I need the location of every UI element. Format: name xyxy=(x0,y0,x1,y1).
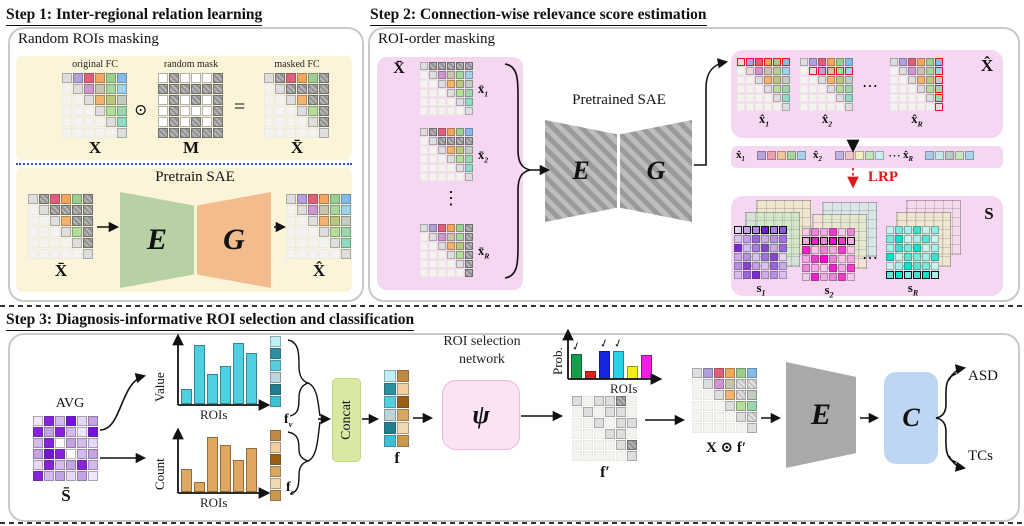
asd-output-label: ASD xyxy=(968,368,999,384)
pretrain-sae-label: Pretrain SAE xyxy=(155,169,235,185)
vector-fv xyxy=(270,336,281,407)
pretrained-encoder-letter: E xyxy=(572,156,590,185)
label-fv: fv xyxy=(284,412,293,429)
matrix-random-mask xyxy=(158,73,223,138)
label-Xbar-input: X̄ xyxy=(54,261,68,280)
roi-selection-network-box: ψ xyxy=(442,380,520,450)
label-xh1: x̂1 xyxy=(736,149,745,164)
count-axis-label: Count xyxy=(152,458,167,490)
label-sR: sR xyxy=(907,280,919,298)
vertical-dots: ⋮ xyxy=(442,188,460,208)
horizontal-dots-vectors: ⋯ xyxy=(888,148,901,163)
encoder-letter: E xyxy=(146,223,167,256)
matrix-xbar1 xyxy=(420,62,473,115)
tcs-output-label: TCs xyxy=(968,448,994,464)
vector-xhat2 xyxy=(835,151,884,160)
random-mask-caption: random mask xyxy=(163,59,219,70)
horizontal-dots-recon: ⋯ xyxy=(862,78,878,95)
label-Xhat-big: X̂ xyxy=(980,56,994,75)
label-s2: s2 xyxy=(824,282,834,300)
matrix-fprime xyxy=(572,396,637,461)
matrix-original-fc xyxy=(62,73,127,138)
prob-histogram: ✓✓✓ xyxy=(570,335,652,379)
step1-title: Step 1: Inter-regional relation learning xyxy=(6,6,263,26)
label-Xhat1: x̂1 xyxy=(758,112,770,129)
matrix-xbar2 xyxy=(420,128,473,181)
label-fprime: f′ xyxy=(600,464,610,481)
matrix-s2 xyxy=(802,228,855,281)
vector-f xyxy=(384,370,409,447)
label-S-big: S xyxy=(984,204,994,223)
matrix-reconstructed-fc xyxy=(286,194,351,259)
equals-operator: = xyxy=(234,96,246,118)
pretrained-sae-label: Pretrained SAE xyxy=(572,92,666,108)
lrp-label: LRP xyxy=(868,169,898,185)
encoder-shape: E xyxy=(120,192,194,288)
separator-bottom xyxy=(0,522,1024,524)
decoder-letter: G xyxy=(223,223,245,256)
count-histogram xyxy=(181,436,257,492)
label-X: X xyxy=(88,138,102,157)
value-rois-label: ROIs xyxy=(200,407,228,422)
final-encoder-shape: E xyxy=(786,362,856,468)
matrix-sR xyxy=(886,226,939,279)
label-x-dot-fprime: X ⊙ f′ xyxy=(705,440,747,456)
matrix-xhatR xyxy=(890,58,943,111)
horizontal-dots-scores: ⋯ xyxy=(862,250,878,267)
label-xbarR: x̄R xyxy=(478,244,490,261)
step2-title: Step 2: Connection-wise relevance score … xyxy=(370,6,707,26)
value-histogram xyxy=(181,341,257,404)
label-Xbar: X̄ xyxy=(290,138,304,157)
vector-fc xyxy=(270,430,281,501)
random-rois-masking-label: Random ROIs masking xyxy=(18,31,159,47)
roi-selection-label-line2: network xyxy=(459,352,505,367)
matrix-x-masked-by-fprime xyxy=(692,368,757,433)
prob-axis-label: Prob. xyxy=(550,347,565,375)
vector-xhat1 xyxy=(757,151,806,160)
dot-product-operator: ⊙ xyxy=(134,102,148,119)
label-Xhat: X̂ xyxy=(312,261,326,280)
pretrained-encoder-shape: E xyxy=(545,120,617,222)
classifier-letter: C xyxy=(902,403,920,432)
count-rois-label: ROIs xyxy=(200,495,228,510)
label-xhR: x̂R xyxy=(903,149,914,164)
label-s1: s1 xyxy=(756,280,766,298)
roi-selection-label-line1: ROI selection xyxy=(443,334,521,349)
concat-label: Concat xyxy=(338,400,354,440)
step1-divider xyxy=(16,163,352,165)
final-encoder-letter: E xyxy=(810,398,831,431)
label-fc: fc xyxy=(286,480,295,497)
original-fc-caption: original FC xyxy=(72,59,118,70)
matrix-xhat2 xyxy=(800,58,853,111)
label-xbar1: x̄1 xyxy=(478,82,489,99)
label-Xhat2: x̂2 xyxy=(821,112,833,129)
pretrained-decoder-letter: G xyxy=(646,156,666,185)
label-M: M xyxy=(182,138,200,157)
vector-xhatR xyxy=(925,151,974,160)
step3-title: Step 3: Diagnosis-informative ROI select… xyxy=(6,311,415,331)
pretrained-decoder-shape: G xyxy=(620,120,692,222)
decoder-shape: G xyxy=(197,192,271,288)
classifier-box: C xyxy=(884,372,938,464)
concat-box: Concat xyxy=(332,378,361,462)
label-XhatR: x̂R xyxy=(911,112,923,129)
prob-rois-label: ROIs xyxy=(610,381,638,396)
label-xbar2: x̄2 xyxy=(478,148,489,165)
matrix-masked-fc xyxy=(264,73,329,138)
separator-steps12-3 xyxy=(0,305,1024,307)
matrix-s1 xyxy=(734,226,787,279)
label-Xbar-big: X̄ xyxy=(393,60,405,77)
matrix-xhat1 xyxy=(737,58,790,111)
psi-letter: ψ xyxy=(472,400,490,429)
matrix-sbar xyxy=(33,416,98,481)
label-Sbar: S̄ xyxy=(61,486,71,505)
label-f: f xyxy=(394,450,400,467)
roi-order-masking-label: ROI-order masking xyxy=(378,31,496,47)
value-axis-label: Value xyxy=(152,372,167,402)
masked-fc-caption: masked FC xyxy=(274,59,320,70)
label-xh2: x̂2 xyxy=(813,149,822,164)
matrix-xbarR xyxy=(420,224,473,277)
avg-label: AVG xyxy=(55,396,85,411)
matrix-masked-input xyxy=(28,194,93,259)
